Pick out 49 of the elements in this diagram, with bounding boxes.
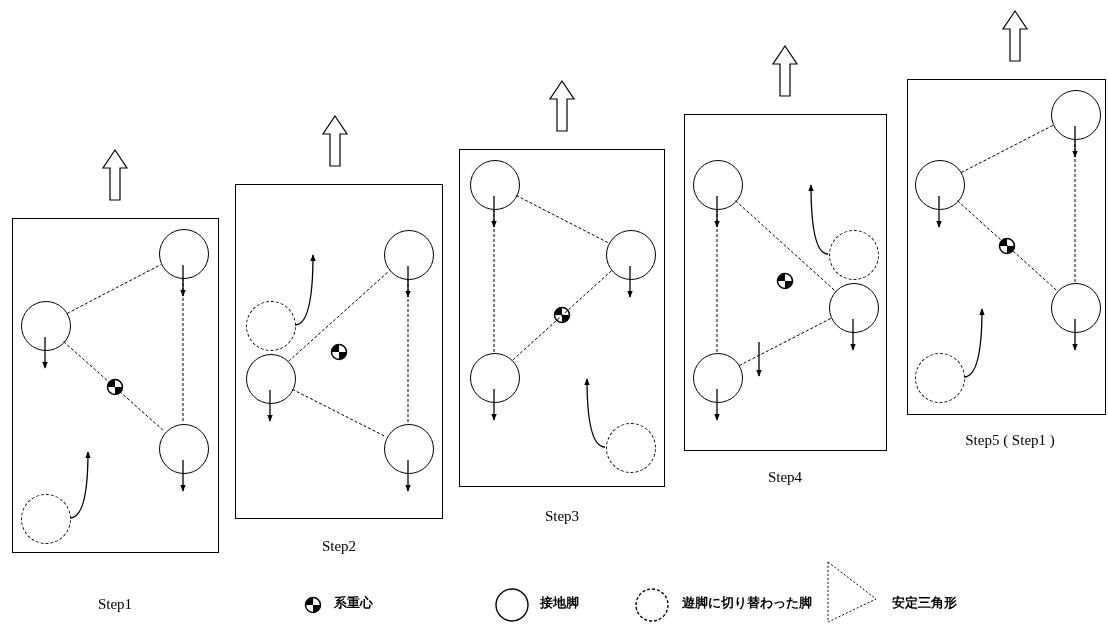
triangle-side [960,124,1054,174]
curved-arrow [808,184,829,255]
leg-circle [21,301,71,351]
leg-circle [693,160,743,210]
triangle-side [288,270,390,362]
triangle-side [512,270,612,361]
leg-circle [470,353,520,403]
curved-arrow [294,254,316,326]
legend-label: 安定三角形 [892,595,957,612]
legend-label: 遊脚に切り替わった脚 [682,595,812,612]
leg-circle [915,160,965,210]
triangle-side [716,208,718,353]
step-caption: Step3 [544,508,580,525]
leg-circle [159,424,209,474]
leg-circle [470,160,520,210]
step-panel [235,184,443,519]
triangle-side [493,208,495,353]
leg-circle [693,353,743,403]
triangle-side [63,341,165,432]
curved-arrow [963,308,985,378]
step-caption: Step2 [321,538,357,555]
triangle-side [515,194,609,244]
leg-circle [1051,283,1101,333]
leg-circle [606,230,656,280]
triangle-side [66,264,162,314]
leg-circle [246,354,296,404]
step-caption: Step1 [97,596,133,613]
leg-circle [384,424,434,474]
triangle-side [291,388,387,438]
step-caption: Step4 [767,469,803,486]
triangle-side [738,317,832,367]
step-panel [684,114,887,451]
legend-label: 系重心 [334,595,373,612]
triangle-side [407,278,409,424]
leg-circle [159,229,209,279]
legend-label: 接地脚 [540,595,579,612]
leg-circle [829,283,879,333]
curved-arrow [69,451,91,519]
curved-arrow [584,378,606,448]
step-panel [907,79,1106,415]
triangle-side [735,200,835,291]
step-panel [459,149,665,487]
step-caption: Step5 ( Step1 ) [965,432,1055,449]
leg-circle [1051,90,1101,140]
leg-circle [384,230,434,280]
triangle-side [957,200,1057,291]
step-panel [12,218,219,553]
triangle-side [182,277,184,424]
triangle-side [1074,138,1076,283]
